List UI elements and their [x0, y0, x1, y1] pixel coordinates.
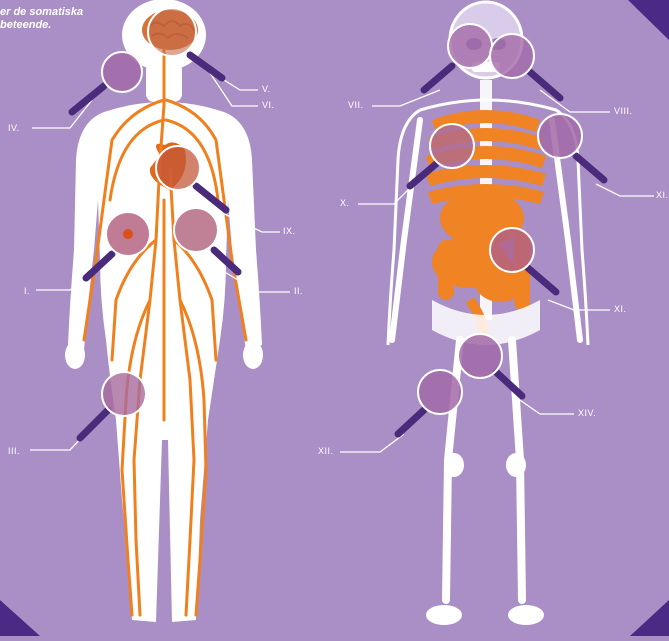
- label-xi-upper: XI.: [656, 190, 669, 200]
- caption: er de somatiska beteende.: [0, 6, 83, 32]
- label-v: V.: [262, 84, 271, 94]
- corner-top-right: [628, 0, 669, 40]
- corner-bottom-left: [0, 600, 40, 636]
- label-ix: IX.: [283, 226, 296, 236]
- corner-bottom-right: [630, 600, 669, 636]
- label-viii: VIII.: [614, 106, 633, 116]
- label-xiv: XIV.: [578, 408, 596, 418]
- caption-line-1: er de somatiska: [0, 6, 83, 19]
- label-xii: XII.: [318, 446, 334, 456]
- label-ii: II.: [294, 286, 303, 296]
- caption-line-2: beteende.: [0, 19, 83, 32]
- label-i: I.: [24, 286, 30, 296]
- label-vi: VI.: [262, 100, 275, 110]
- magnifier-viii: [490, 34, 560, 98]
- label-xi: XI.: [614, 304, 627, 314]
- label-x: X.: [340, 198, 350, 208]
- magnifier-xi-upper: [538, 114, 604, 180]
- label-iv: IV.: [8, 123, 20, 133]
- label-vii: VII.: [348, 100, 364, 110]
- label-iii: III.: [8, 446, 20, 456]
- magnifier-iv: [72, 52, 142, 112]
